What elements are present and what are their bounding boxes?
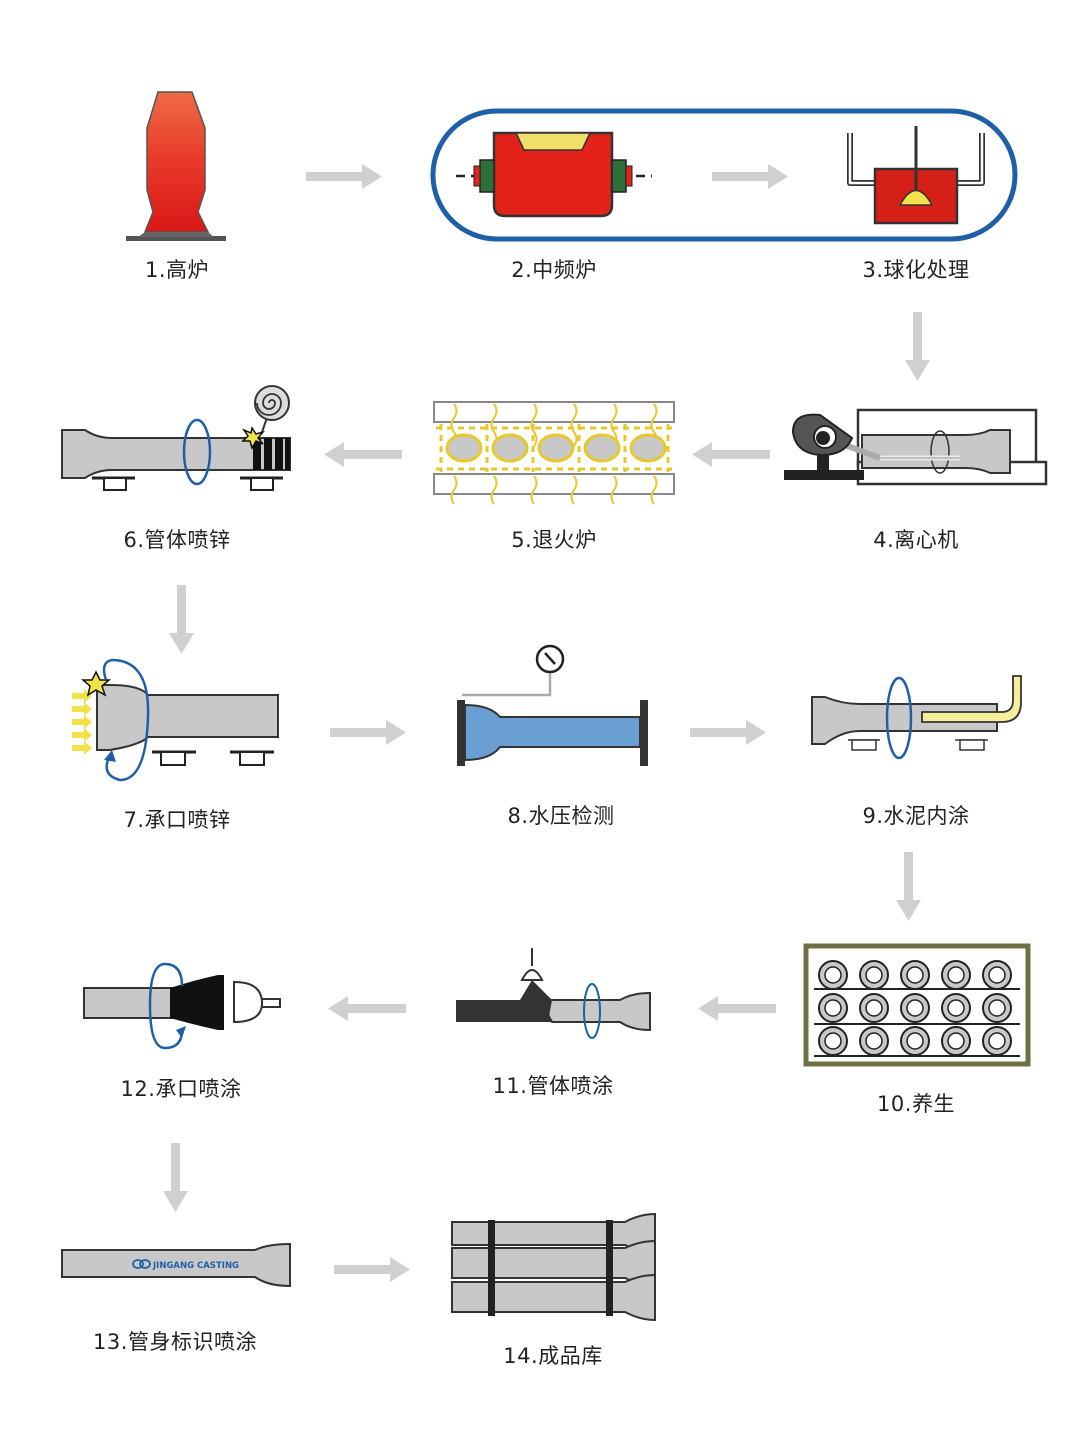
cement-lining-icon [811,675,1022,760]
step-label-10: 10.养生 [877,1092,955,1116]
step-label-14: 14.成品库 [503,1344,603,1368]
step-label-8: 8.水压检测 [507,804,615,828]
step-label-5: 5.退火炉 [511,528,597,552]
step-label-12: 12.承口喷涂 [120,1077,242,1101]
pipe-body-coating-icon [456,948,651,1039]
step-label-3: 3.球化处理 [862,258,970,282]
curing-rack-icon [803,943,1031,1067]
pipe-zinc-spray-icon [61,385,291,491]
induction-furnace-icon [456,131,652,218]
step-label-7: 7.承口喷锌 [123,808,231,832]
step-label-4: 4.离心机 [873,528,959,552]
finished-stock-icon [451,1212,656,1322]
step-label-11: 11.管体喷涂 [492,1074,614,1098]
arrow-9-to-10 [896,852,921,921]
spheroidizing-ladle-icon [847,126,985,225]
blast-furnace-icon [126,91,226,241]
step-label-6: 6.管体喷锌 [123,528,231,552]
logo-text: JINGANG CASTING [152,1261,239,1271]
arrow-12-to-13 [163,1143,188,1212]
annealing-furnace-icon [433,401,675,505]
arrow-4-to-5 [692,442,770,467]
arrow-7-to-8 [330,720,406,745]
arrow-10-to-11 [698,996,776,1021]
hydrostatic-test-icon [457,644,648,766]
centrifuge-icon [784,408,1048,486]
step-label-9: 9.水泥内涂 [862,804,970,828]
jingang-logo: JINGANG CASTING [132,1259,239,1271]
socket-zinc-spray-icon [72,658,279,782]
arrow-11-to-12 [328,996,406,1021]
arrow-1-to-2 [306,164,382,189]
arrow-13-to-14 [334,1257,410,1282]
step-label-2: 2.中频炉 [511,258,597,282]
flow-arrows [163,164,930,1282]
arrow-6-to-7 [169,585,194,654]
arrow-2-to-3 [712,164,788,189]
arrow-5-to-6 [324,442,402,467]
arrow-3-to-4 [905,312,930,381]
socket-coating-icon [83,962,281,1050]
arrow-8-to-9 [690,720,766,745]
step-label-13: 13.管身标识喷涂 [93,1330,257,1354]
pipe-marking-icon: JINGANG CASTING [61,1242,291,1288]
step-label-1: 1.高炉 [144,258,210,282]
furnace-group-loop [430,108,1018,242]
